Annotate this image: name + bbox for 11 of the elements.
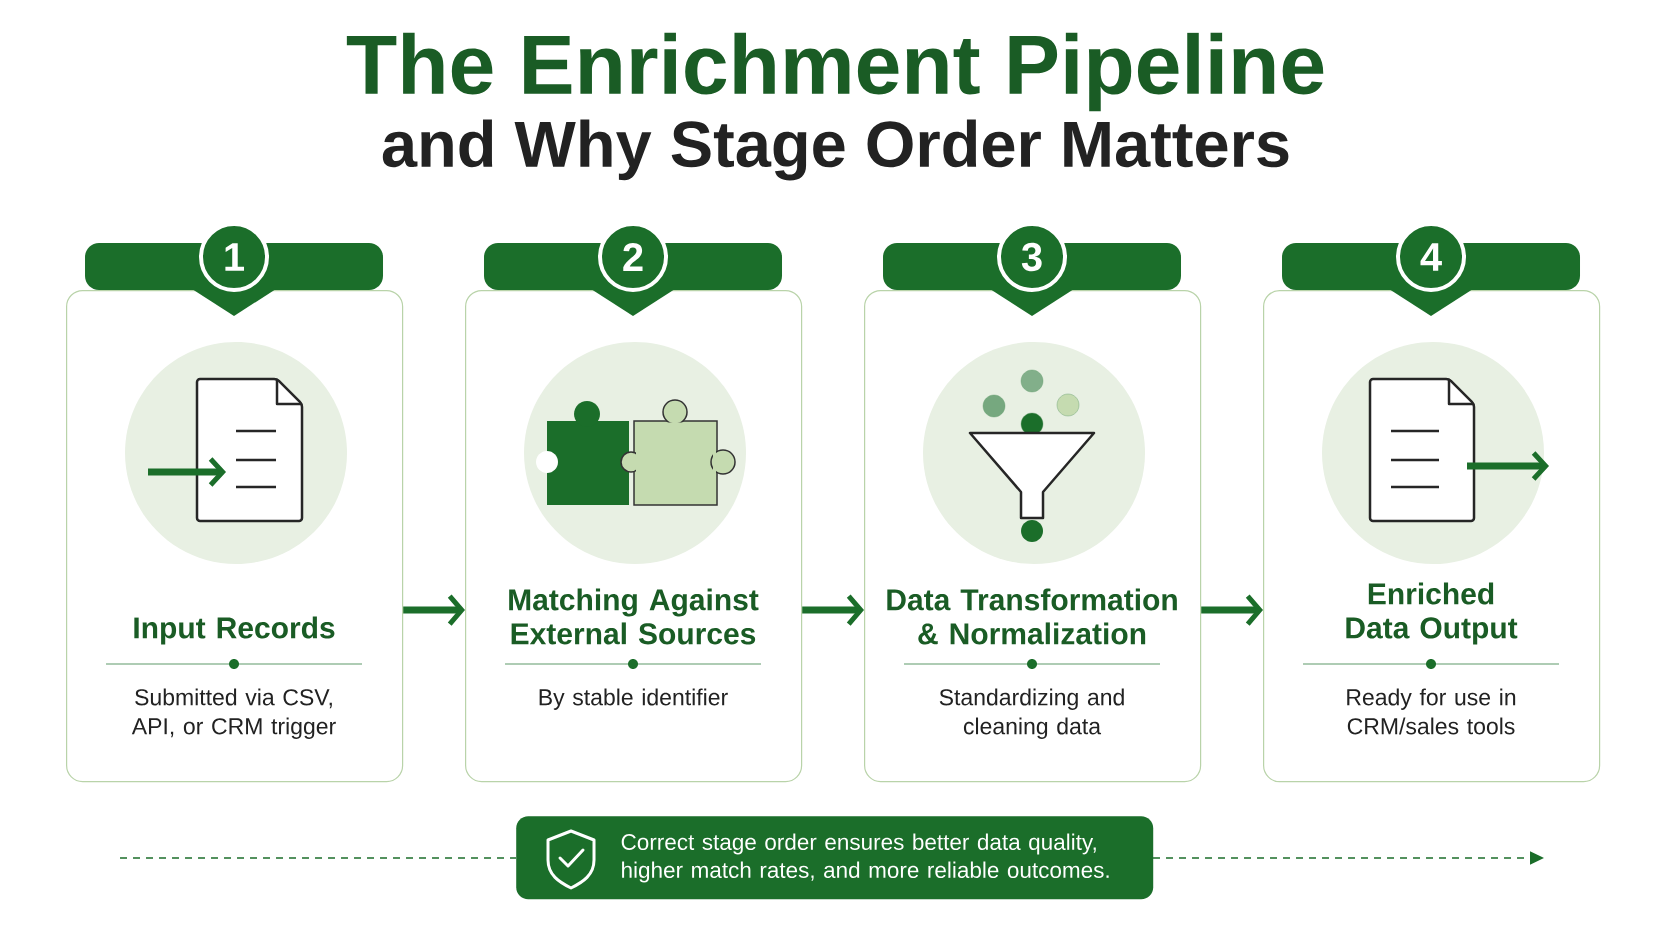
title: The Enrichment Pipeline [346, 32, 1324, 112]
step-description: By stable identifier [539, 688, 728, 710]
step-title: Enriched Data Output [1346, 582, 1518, 645]
step-title: Data Transformation & Normalization [887, 588, 1177, 645]
note-banner: Correct stage order ensures better data quality, higher match rates, and more reliable outcomes. [516, 816, 1154, 900]
step-title: Input Records [134, 616, 335, 645]
step-title: Matching Against External Sources [509, 588, 759, 645]
subtitle: and Why Stage Order Matters [382, 119, 1289, 181]
step-description: Submitted via CSV, API, or CRM trigger [131, 688, 336, 739]
step-description: Standardizing and cleaning data [939, 688, 1124, 739]
step-description: Ready for use in CRM/sales tools [1347, 688, 1516, 735]
